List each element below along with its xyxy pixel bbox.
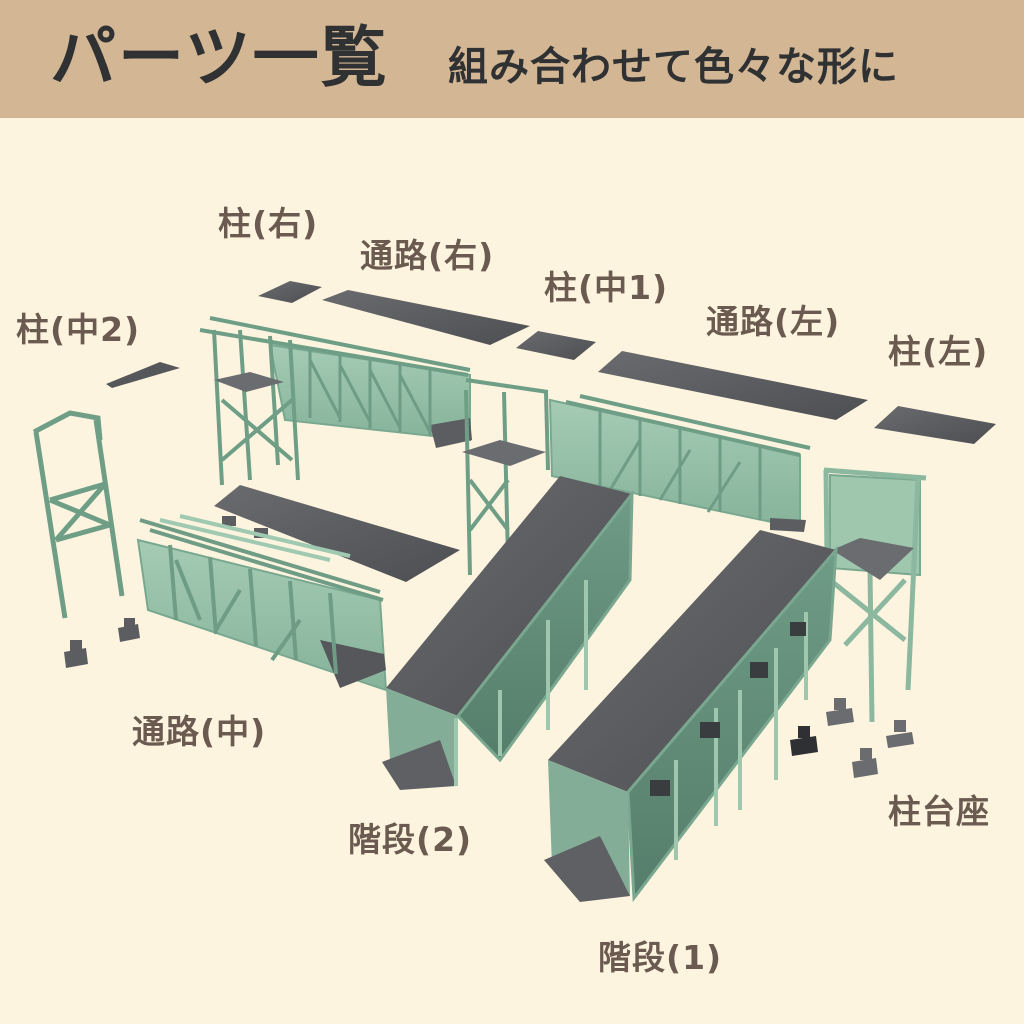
label-pillar-left: 柱(左) [888, 332, 989, 371]
label-stairs-2: 階段(2) [348, 820, 473, 859]
pillar-bases-left [64, 618, 140, 668]
label-pillar-base: 柱台座 [888, 792, 990, 831]
pillar-left-part [823, 467, 927, 723]
label-pillar-middle-2: 柱(中2) [16, 310, 141, 349]
label-pillar-middle-1: 柱(中1) [544, 268, 669, 307]
parts-illustration: 柱(右) 通路(右) 柱(中1) 通路(左) 柱(中2) 柱(左) 通路(中) … [0, 118, 1024, 1024]
walkway-middle-roof [214, 485, 460, 582]
stairs-2-part [382, 476, 634, 790]
label-stairs-1: 階段(1) [598, 938, 723, 977]
header-banner: パーツ一覧 組み合わせて色々な形に [0, 0, 1024, 118]
walkway-middle-part [136, 514, 388, 692]
roof-plates-top [106, 281, 996, 444]
label-walkway-left: 通路(左) [706, 302, 841, 341]
page-title: パーツ一覧 [50, 19, 389, 96]
stairs-1-part [544, 530, 838, 903]
page-subtitle: 組み合わせて色々な形に [448, 44, 899, 90]
pillar-middle-2-part [32, 410, 125, 619]
label-pillar-right: 柱(右) [218, 204, 319, 243]
footbridge-parts-render [32, 281, 996, 903]
walkway-right-assembly [199, 316, 472, 486]
label-walkway-middle: 通路(中) [132, 712, 267, 751]
label-walkway-right: 通路(右) [360, 236, 495, 275]
walkway-left-assembly [462, 378, 811, 576]
pillar-bases-right [790, 698, 914, 778]
